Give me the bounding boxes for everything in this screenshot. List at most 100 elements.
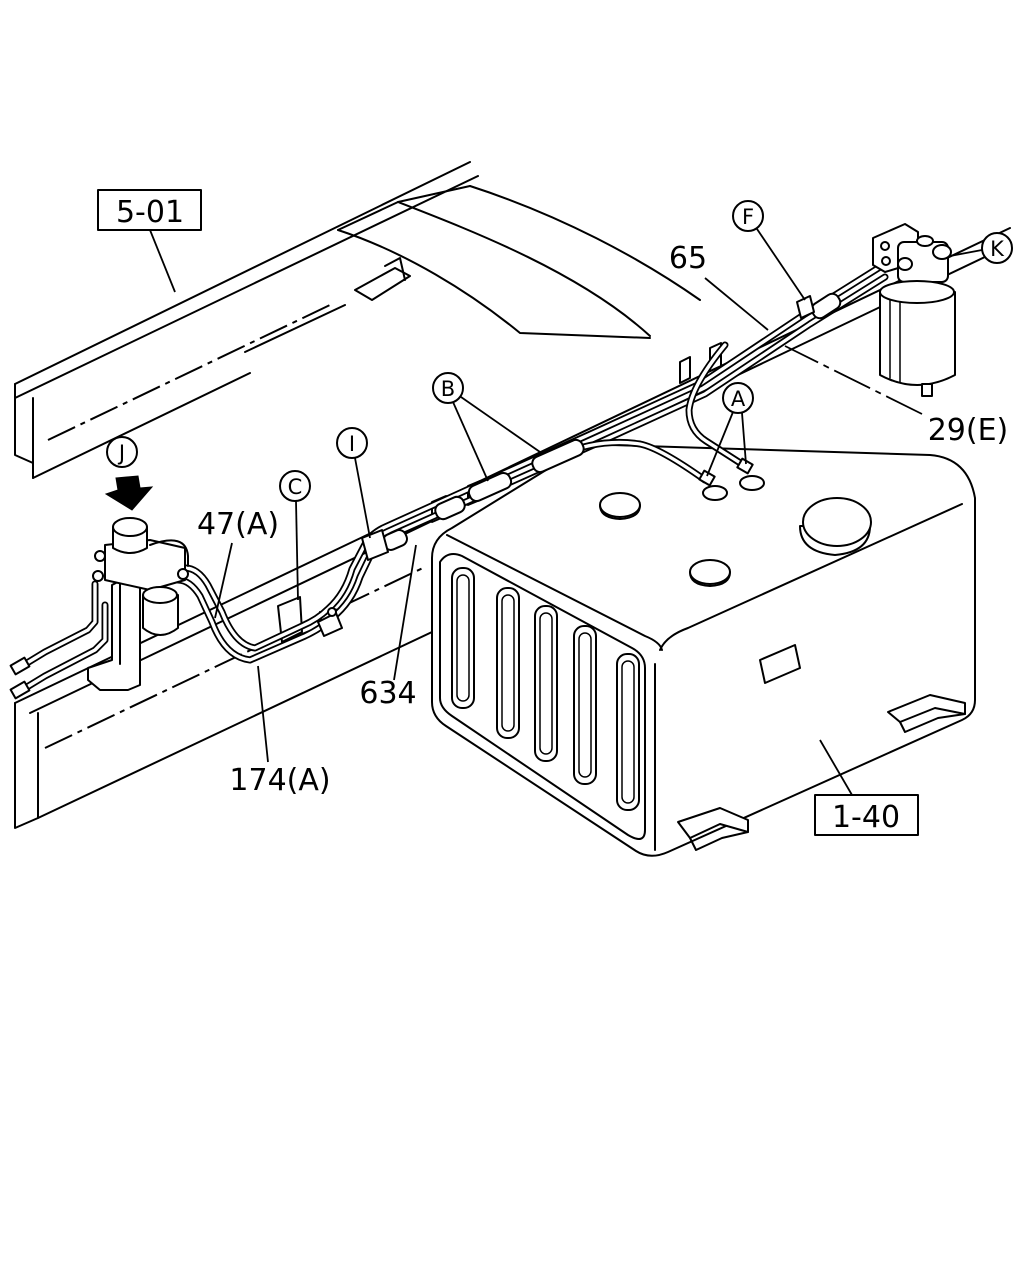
crossmember-bracket: [354, 267, 411, 301]
leader-i: [354, 457, 371, 539]
pump-bowl: [142, 594, 179, 636]
tank-slat-inner: [621, 660, 635, 804]
lower-rail-end-face: [14, 702, 39, 829]
upper-rail-top-edge: [14, 161, 471, 385]
callout-j: J: [106, 436, 138, 468]
leader-634: [393, 544, 417, 681]
pipe-clip-i: [361, 529, 389, 561]
lower-rail-bottom-edge: [37, 631, 433, 819]
part-label-47a: 47(A): [197, 507, 279, 542]
part-label-174a: 174(A): [229, 763, 330, 798]
tank-support-front-lip: [689, 831, 749, 851]
part-label-65: 65: [669, 241, 707, 276]
tank-front-panel: [439, 553, 646, 840]
callout-k: K: [981, 232, 1013, 264]
reference-box-frame-border: [97, 189, 202, 231]
part-label-29e: 29(E): [928, 413, 1009, 448]
leader-1-40: [819, 739, 853, 796]
pipe-sleeve: [434, 495, 466, 521]
bracket-bolt-hole: [880, 241, 890, 251]
callout-b-letter: B: [441, 377, 455, 401]
sender-port: [702, 485, 728, 501]
part-label-634: 634: [359, 676, 416, 711]
filter-drain-plug: [921, 383, 933, 397]
crossmember-hump-back: [469, 185, 701, 301]
callout-i: I: [336, 427, 368, 459]
pipe-end-fitting: [9, 656, 31, 676]
upper-rail-flange-edge: [14, 175, 479, 399]
callout-i-circle: [336, 427, 368, 459]
callout-b-circle: [432, 372, 464, 404]
pipe-clips: [9, 295, 815, 700]
pipe-clip-f: [796, 295, 815, 319]
pipe-sleeve: [810, 292, 842, 320]
pump-inlet-pipe-a-core: [20, 603, 107, 692]
tank-label-plate: [759, 644, 801, 684]
tank-slat-inner: [578, 632, 592, 778]
leader-f: [756, 228, 806, 301]
tank-hanger-bracket: [679, 356, 691, 384]
callout-a-letter: A: [731, 387, 746, 411]
fuel-filter: [872, 223, 956, 397]
crossmember: [337, 185, 701, 339]
tank-slat: [451, 567, 475, 709]
tank-plug-cap: [689, 559, 731, 585]
view-arrow-j: [104, 475, 154, 511]
tank-top-right-edge: [659, 503, 963, 651]
pump-bowl-top: [142, 586, 178, 604]
tank-slat: [616, 653, 640, 811]
tank-slat: [534, 605, 558, 762]
pump-fitting: [92, 570, 104, 582]
callout-c-letter: C: [288, 475, 303, 499]
pump-mounting-bracket: [87, 569, 141, 691]
pump-plunger-cap: [112, 517, 148, 537]
upper-rail-end-face: [14, 383, 34, 464]
leader-5-01: [149, 229, 176, 293]
tank-slat: [496, 587, 520, 739]
tank-slats: [451, 567, 640, 811]
upper-rail-web-line: [244, 304, 346, 353]
reference-label-frame: 5-01: [116, 195, 184, 230]
tank-slat-inner: [501, 594, 515, 732]
leader-a-2: [741, 412, 747, 465]
filler-cap: [802, 497, 872, 547]
callout-i-letter: I: [349, 432, 355, 456]
pipe-sleeve: [531, 438, 585, 474]
callout-k-letter: K: [990, 237, 1005, 261]
leader-c: [295, 500, 299, 601]
part-number-labels: 65 29(E) 47(A) 174(A) 634: [197, 241, 1008, 798]
filter-element-shading: [889, 299, 901, 383]
leader-lines: [149, 228, 983, 796]
filter-head-fitting: [916, 235, 934, 247]
tank-slat-inner: [539, 612, 553, 755]
leader-174a: [257, 665, 269, 763]
callout-a: A: [722, 382, 754, 414]
fuel-tank: [431, 443, 976, 857]
leader-29e: [784, 345, 923, 415]
pump-fitting: [94, 550, 106, 562]
upper-rail-lower-edge: [32, 372, 251, 479]
crossmember-lower: [337, 229, 651, 339]
callout-f: F: [732, 200, 764, 232]
tank-top-fittings: [599, 475, 872, 684]
callout-j-circle: [106, 436, 138, 468]
callout-f-letter: F: [742, 205, 754, 229]
bracket-bolt-hole: [881, 256, 891, 266]
sender-port: [739, 475, 765, 491]
pipe-sleeves: [382, 292, 842, 551]
crossmember-hump-front: [397, 201, 651, 337]
filter-head-fitting: [897, 257, 913, 271]
filter-element-top: [879, 280, 955, 304]
callout-c: C: [279, 470, 311, 502]
leader-47a: [214, 542, 233, 619]
reference-box-frame: 5-01: [97, 189, 202, 231]
pump-fitting: [177, 568, 189, 580]
tank-slat: [573, 625, 597, 785]
tank-plug-cap: [599, 492, 641, 518]
tank-support-rear-lip: [899, 713, 966, 733]
leader-b-2: [460, 396, 541, 453]
upper-frame-rail: [14, 161, 479, 479]
pump-inlet-pipe-b-core: [20, 582, 97, 668]
clip-bolt: [327, 607, 337, 617]
